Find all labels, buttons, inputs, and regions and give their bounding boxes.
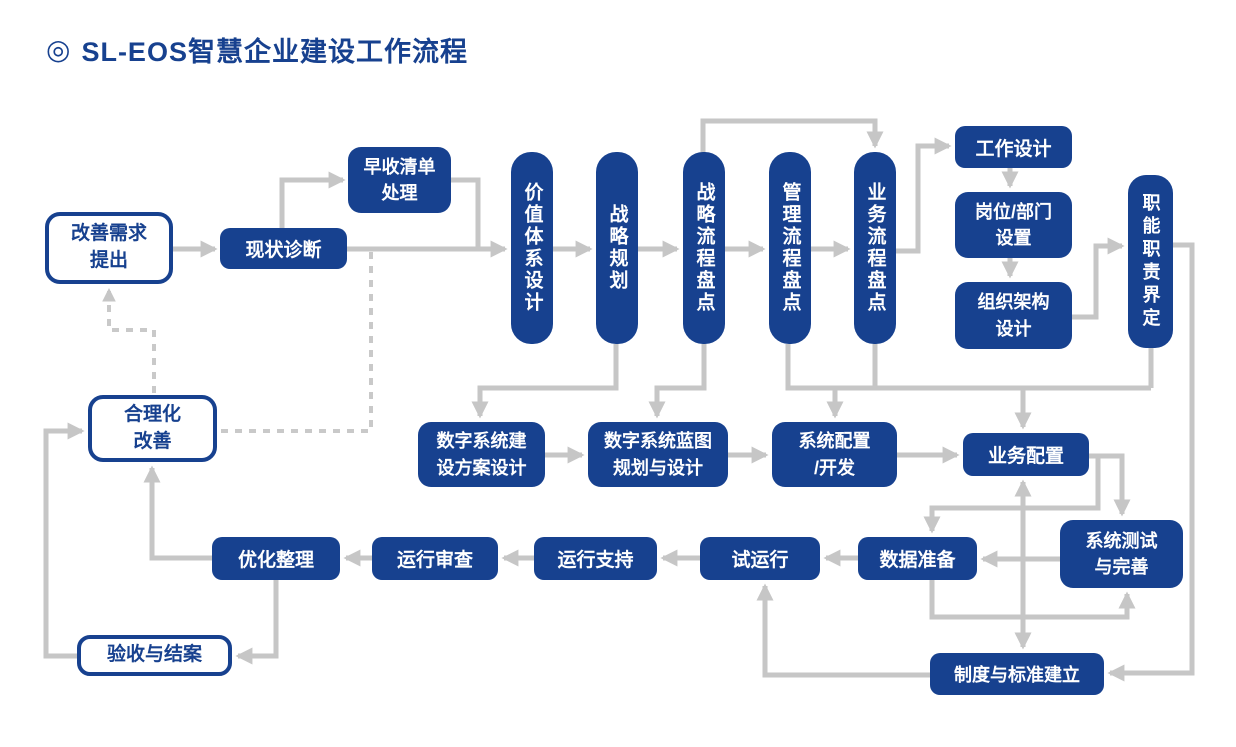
value-system-design-box: 价值体系设计 <box>511 152 553 344</box>
status-diagnosis-box: 现状诊断 <box>220 228 347 269</box>
edge-acceptance-to-rationalize <box>43 422 85 659</box>
standard-establishment-box: 制度与标准建立 <box>930 653 1104 695</box>
business-config-box: 业务配置 <box>963 433 1089 476</box>
work-design-box: 工作设计 <box>955 126 1072 168</box>
edge-strategyplan-to-digitalplan <box>471 344 619 419</box>
bullseye-icon: ◎ <box>46 33 72 65</box>
edge-optimize-to-rationalize <box>143 465 212 561</box>
edge-orgstructure-to-function <box>1072 237 1125 320</box>
system-test-improve-box: 系统测试 与完善 <box>1060 520 1183 588</box>
edge-earlywin-join <box>451 177 481 247</box>
edge-strategyprocess-to-blueprint <box>648 344 707 419</box>
edge-bottom-bus <box>785 344 1151 391</box>
management-process-inventory-box: 管理流程盘点 <box>769 152 811 344</box>
edge-optimize-to-acceptance <box>235 580 279 665</box>
page-title: ◎ SL-EOS智慧企业建设工作流程 <box>46 30 468 69</box>
trial-run-box: 试运行 <box>700 537 820 580</box>
function-responsibility-box: 职能职责界定 <box>1128 175 1173 348</box>
strategy-planning-box: 战略规划 <box>596 152 638 344</box>
edge-standards-to-trial <box>756 583 930 678</box>
org-structure-design-box: 组织架构 设计 <box>955 282 1072 349</box>
system-config-dev-box: 系统配置 /开发 <box>772 422 897 487</box>
improvement-demand-box: 改善需求 提出 <box>45 212 173 284</box>
business-process-inventory-box: 业务流程盘点 <box>854 152 896 344</box>
digital-system-blueprint-box: 数字系统蓝图 规划与设计 <box>588 422 728 487</box>
strategy-process-inventory-box: 战略流程盘点 <box>683 152 725 344</box>
position-department-setup-box: 岗位/部门 设置 <box>955 192 1072 258</box>
edge-diagnosis-to-earlywin <box>279 171 346 228</box>
early-win-list-box: 早收清单 处理 <box>348 147 451 213</box>
optimization-box: 优化整理 <box>212 537 340 580</box>
edge-strategyprocess-skip-bizprocess <box>700 118 884 153</box>
edge-diagnosis-to-rationalize-dashed <box>221 252 373 433</box>
acceptance-closure-box: 验收与结案 <box>77 635 232 676</box>
digital-system-construction-plan-box: 数字系统建 设方案设计 <box>418 422 545 487</box>
rationalization-improvement-box: 合理化 改善 <box>88 395 217 462</box>
edge-rationalize-to-demand-dashed <box>102 287 156 393</box>
edge-function-to-standards <box>1107 242 1195 682</box>
data-preparation-box: 数据准备 <box>858 537 977 580</box>
edge-bizconfig-to-systest <box>1089 453 1131 517</box>
edge-bizprocess-to-workdesign <box>896 137 952 254</box>
operation-review-box: 运行审查 <box>372 537 498 580</box>
page-title-text: SL-EOS智慧企业建设工作流程 <box>81 37 468 67</box>
operation-support-box: 运行支持 <box>534 537 657 580</box>
